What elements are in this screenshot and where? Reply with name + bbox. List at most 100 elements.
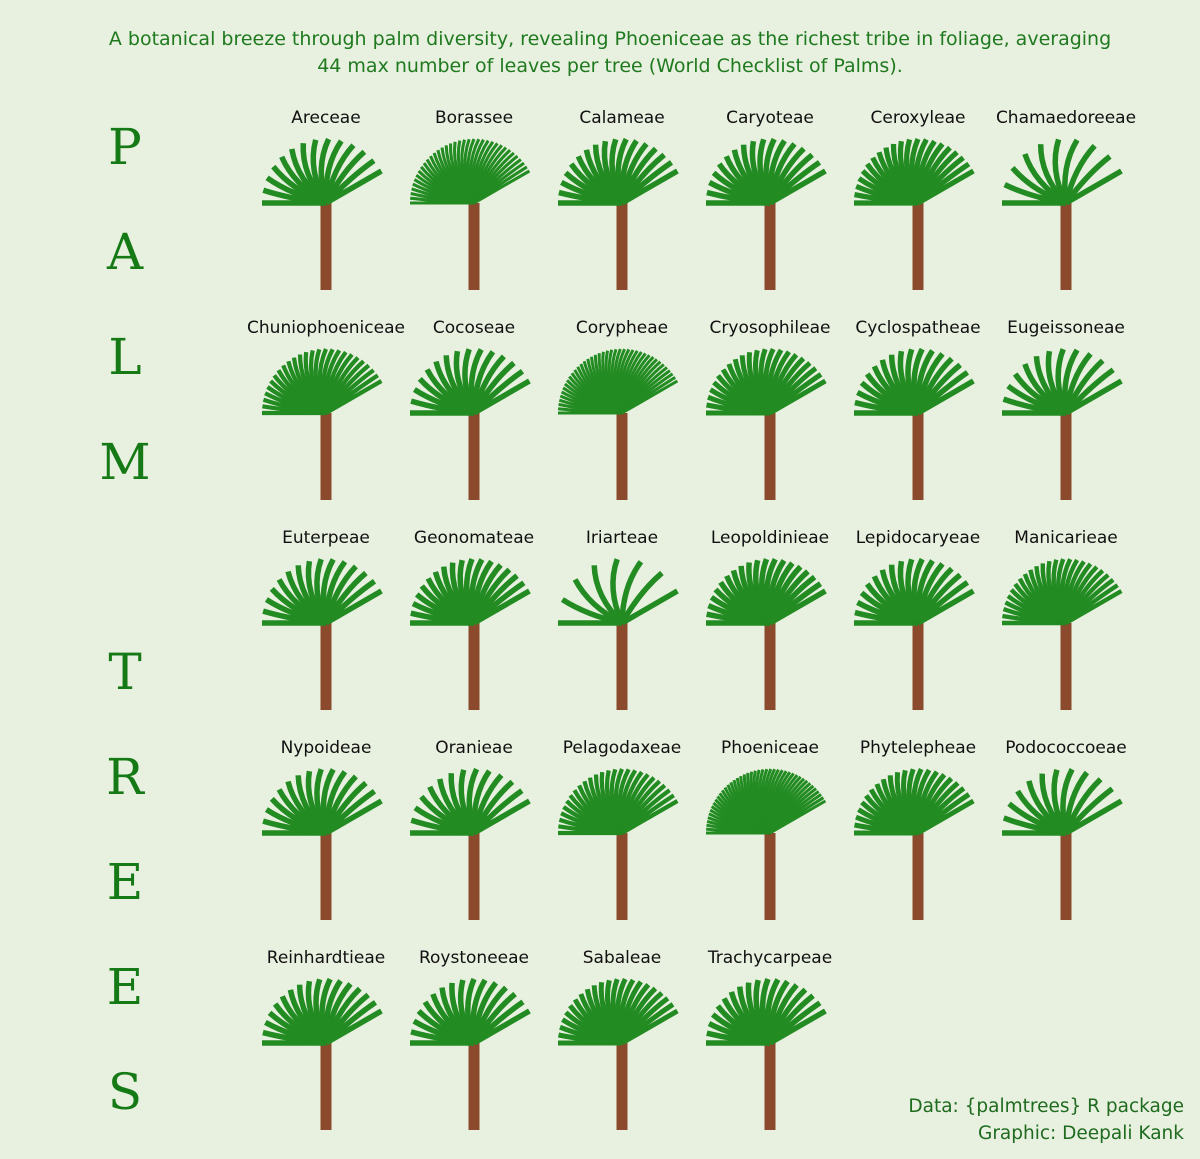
tribe-label: Calameae (579, 108, 664, 128)
palm-leaf (324, 379, 383, 415)
tribe-label: Ceroxyleae (870, 108, 965, 128)
palm-tree: Sabaleae (558, 948, 679, 1130)
palm-leaf (619, 570, 664, 625)
side-title-letter: T (108, 643, 142, 701)
palm-leaf (1064, 168, 1123, 206)
side-title-letter: P (108, 118, 142, 176)
tribe-label: Lepidocaryeae (856, 528, 981, 548)
palm-tree: Iriarteae (558, 528, 679, 710)
palm-trunk (468, 203, 480, 290)
tribe-label: Leopoldinieae (711, 528, 829, 548)
side-title-letter: R (106, 748, 144, 806)
palm-trunk (616, 203, 628, 290)
palm-tree: Geonomateae (410, 528, 534, 710)
palm-tree: Caryoteae (706, 108, 827, 290)
palm-leaf (1064, 798, 1123, 836)
palm-leaf (916, 378, 975, 416)
palm-leaf (473, 169, 531, 205)
palm-tree: Cocoseae (410, 318, 531, 500)
tribe-label: Reinhardtieae (267, 948, 385, 968)
subtitle-line-2: 44 max number of leaves per tree (World … (317, 55, 903, 77)
palm-leaf (768, 168, 827, 206)
subtitle-line-1: A botanical breeze through palm diversit… (108, 28, 1112, 50)
tribe-label: Phoeniceae (721, 738, 819, 758)
side-title-letter: A (106, 223, 144, 281)
palm-trunk (1060, 413, 1072, 500)
palm-tree: Chuniophoeniceae (247, 318, 405, 500)
palm-leaf (620, 1008, 679, 1046)
palm-trunk (320, 623, 332, 710)
palm-leaf (472, 588, 531, 626)
side-title-letter: S (107, 1063, 143, 1121)
palm-trunk (912, 203, 924, 290)
palm-leaf (620, 799, 679, 835)
palm-tree: Cryosophileae (706, 318, 830, 500)
palm-trunk (764, 833, 776, 920)
palm-trunk (468, 413, 480, 500)
palm-leaf (916, 168, 975, 206)
palm-tree: Phoeniceae (705, 738, 827, 920)
caption: Data: {palmtrees} R package Graphic: Dee… (908, 1093, 1184, 1147)
tribe-label: Roystoneeae (419, 948, 529, 968)
palm-leaf (768, 588, 827, 626)
palm-leaf (916, 798, 975, 836)
chart-subtitle: A botanical breeze through palm diversit… (0, 26, 1200, 80)
palm-trunk (912, 833, 924, 920)
palm-leaf (324, 168, 383, 206)
tribe-label: Borassee (435, 108, 513, 128)
tribe-label: Geonomateae (414, 528, 534, 548)
palm-leaf (472, 1008, 531, 1046)
tribe-label: Corypheae (576, 318, 668, 338)
palm-tree: Manicarieae (1002, 528, 1123, 710)
palm-trunk (1060, 203, 1072, 290)
tribe-label: Oranieae (435, 738, 513, 758)
palm-trunk (1060, 623, 1072, 710)
palm-tree: Podococcoeae (1002, 738, 1127, 920)
palm-leaf (768, 378, 827, 416)
tribe-label: Cryosophileae (710, 318, 831, 338)
tribe-label: Sabaleae (583, 948, 661, 968)
tribe-label: Podococcoeae (1005, 738, 1126, 758)
palm-trunk (320, 413, 332, 500)
palm-leaf (324, 588, 383, 626)
palm-leaf (324, 1008, 383, 1046)
palm-trunk (1060, 833, 1072, 920)
tribe-label: Chuniophoeniceae (247, 318, 405, 338)
palm-tree: Roystoneeae (410, 948, 531, 1130)
side-title-letter: L (108, 328, 142, 386)
palm-trunk (616, 623, 628, 710)
palm-trunk (764, 1043, 776, 1130)
palm-leaf (610, 558, 625, 625)
palm-leaf (619, 560, 644, 624)
palm-leaf (769, 799, 827, 835)
palm-trunk (468, 623, 480, 710)
palm-leaf (768, 1008, 827, 1046)
palm-tree: Oranieae (410, 738, 531, 920)
palm-leaf (620, 168, 679, 206)
palm-leaf (916, 588, 975, 626)
side-title: P A L M T R E E S (80, 95, 170, 1145)
tribe-label: Trachycarpeae (707, 948, 832, 968)
palm-trunk (320, 833, 332, 920)
palm-tree: Eugeissoneae (1002, 318, 1125, 500)
tribe-label: Chamaedoreeae (996, 108, 1136, 128)
palm-leaf (324, 798, 383, 836)
palm-tree: Leopoldinieae (706, 528, 829, 710)
palm-tree: Calameae (558, 108, 679, 290)
palm-trunk (912, 623, 924, 710)
tribe-label: Caryoteae (726, 108, 814, 128)
palm-trunk (616, 413, 628, 500)
palm-trunk (320, 1043, 332, 1130)
palm-leaf (472, 798, 531, 836)
tribe-label: Cocoseae (433, 318, 515, 338)
palm-tree: Lepidocaryeae (854, 528, 980, 710)
tribe-label: Eugeissoneae (1007, 318, 1125, 338)
palm-tree: Phytelepheae (854, 738, 976, 920)
palm-trunk (912, 413, 924, 500)
side-title-letter: E (106, 958, 144, 1016)
caption-data-source: Data: {palmtrees} R package (908, 1096, 1184, 1117)
tribe-label: Phytelepheae (860, 738, 976, 758)
tribe-label: Iriarteae (586, 528, 658, 548)
palm-tree: Ceroxyleae (853, 108, 975, 290)
palm-trunk (468, 833, 480, 920)
